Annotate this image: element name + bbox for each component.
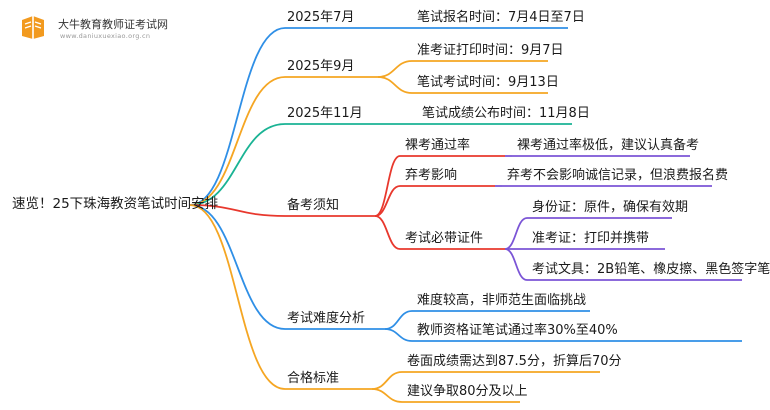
book-logo-icon <box>22 16 44 39</box>
node-difficulty-desc: 难度较高，非师范生面临挑战 <box>417 293 587 308</box>
connector-sep-print <box>377 60 413 78</box>
logo-title: 大牛教育教师证考试网 <box>58 18 168 31</box>
connector-root-sep <box>189 76 286 206</box>
connector-root-difficulty <box>189 204 286 330</box>
node-abandon-impact: 弃考影响 <box>405 168 458 183</box>
leaf-pass-rate-advice: 裸考通过率极低，建议认真备考 <box>517 138 700 153</box>
leaf-id-card: 身份证：原件，确保有效期 <box>532 200 689 215</box>
connector-difficulty-desc <box>384 310 413 330</box>
connector-difficulty-rate <box>384 328 413 342</box>
branch-nov-2025: 2025年11月 <box>287 106 363 121</box>
connector-root-prep <box>189 204 286 217</box>
connector-standard-advice <box>371 388 403 403</box>
branch-exam-prep: 备考须知 <box>287 198 340 213</box>
leaf-admission-ticket: 准考证：打印并携带 <box>532 231 650 246</box>
branch-sep-2025: 2025年9月 <box>287 59 355 74</box>
leaf-abandon-detail: 弃考不会影响诚信记录，但浪费报名费 <box>507 168 729 183</box>
mindmap-root: 速览！25下珠海教资笔试时间安排 <box>12 196 219 212</box>
connector-sep-exam <box>377 76 413 94</box>
connector-root-standard <box>189 204 286 390</box>
node-required-documents: 考试必带证件 <box>405 231 484 246</box>
connector-prep-passrate <box>374 155 401 217</box>
node-score-requirement: 卷面成绩需达到87.5分，折算后70分 <box>407 354 622 369</box>
connector-prep-abandon <box>374 185 401 217</box>
connector-documents-id <box>504 217 528 250</box>
branch-difficulty: 考试难度分析 <box>287 311 366 326</box>
branch-jul-2025: 2025年7月 <box>287 10 355 25</box>
node-admission-print-time: 准考证打印时间：9月7日 <box>417 43 564 58</box>
node-pass-rate-range: 教师资格证笔试通过率30%至40% <box>417 323 618 338</box>
connector-root-jul <box>189 27 286 206</box>
node-score-release-time: 笔试成绩公布时间：11月8日 <box>422 106 590 121</box>
connector-root-nov <box>189 123 286 206</box>
node-exam-time: 笔试考试时间：9月13日 <box>417 75 559 90</box>
connector-prep-documents <box>374 215 401 250</box>
leaf-stationery: 考试文具：2B铅笔、橡皮擦、黑色签字笔 <box>532 262 770 277</box>
mindmap-connectors <box>189 27 742 403</box>
node-pass-rate: 裸考通过率 <box>405 138 471 153</box>
logo-url: www.daniuxuexiao.org.cn <box>60 32 151 40</box>
connector-standard-score <box>371 371 403 390</box>
connector-documents-stationery <box>504 248 528 281</box>
site-logo: 大牛教育教师证考试网 www.daniuxuexiao.org.cn <box>14 10 194 44</box>
node-score-advice: 建议争取80分及以上 <box>407 384 528 399</box>
node-registration-time: 笔试报名时间：7月4日至7日 <box>417 10 585 25</box>
branch-pass-standard: 合格标准 <box>287 371 340 386</box>
